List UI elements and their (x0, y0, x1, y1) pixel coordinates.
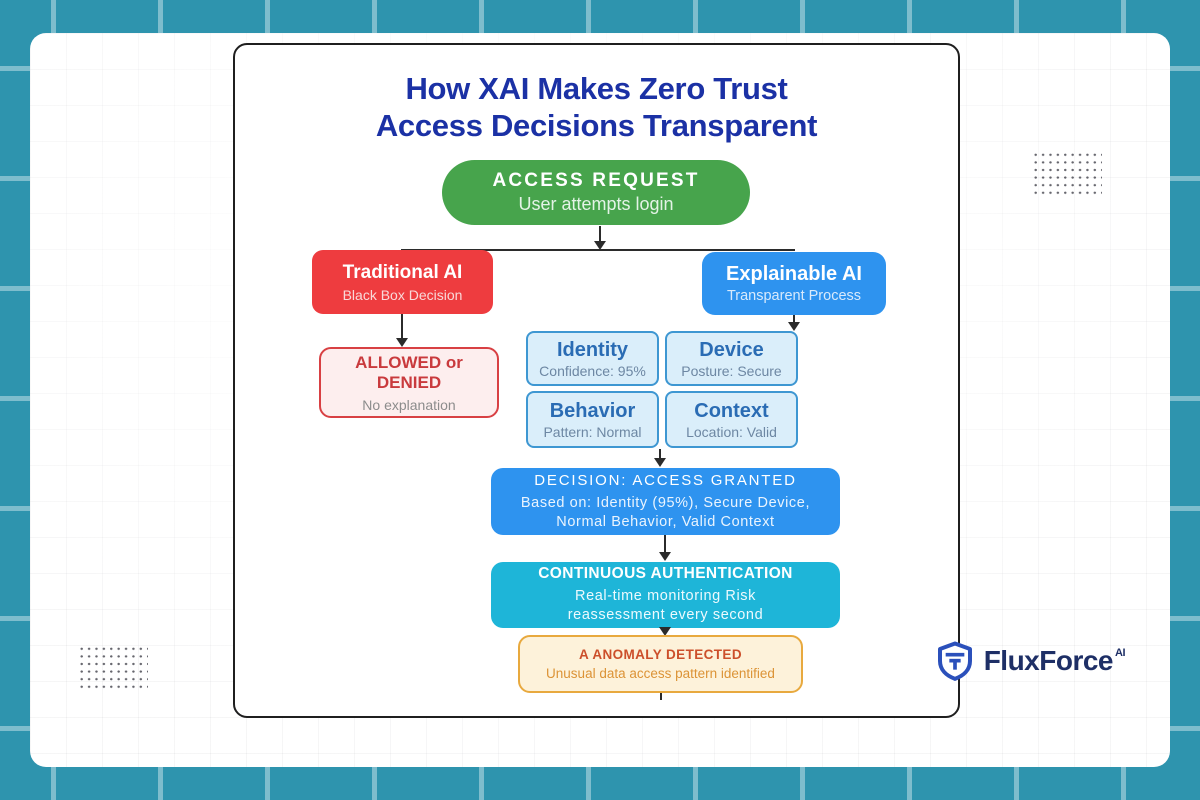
arrowhead-blue-down (788, 322, 800, 331)
connector-anomaly-stub (660, 693, 662, 700)
access-request-node: ACCESS REQUEST User attempts login (442, 160, 750, 225)
arrowhead-factors-down (654, 458, 666, 467)
connector-branch-bar (401, 249, 795, 251)
factor-behavior-title: Behavior (549, 399, 636, 422)
factor-identity-title: Identity (556, 338, 629, 361)
connector-factors-down (659, 449, 661, 459)
factor-device-title: Device (699, 338, 764, 361)
traditional-ai-node: Traditional AI Black Box Decision (312, 250, 493, 314)
traditional-ai-title: Traditional AI (342, 261, 463, 283)
decision-detail: Based on: Identity (95%), Secure Device,… (521, 494, 810, 532)
diagram-card: How XAI Makes Zero Trust Access Decision… (233, 43, 960, 718)
allowed-denied-title: ALLOWED or DENIED (355, 352, 463, 392)
factor-identity-subtitle: Confidence: 95% (539, 362, 646, 379)
factor-context-title: Context (694, 399, 769, 422)
page-title-line1: How XAI Makes Zero Trust (405, 71, 788, 106)
decision-detail-line3: Normal Behavior, Valid Context (556, 513, 775, 530)
connector-red-down (401, 314, 403, 339)
connector-decision-down (664, 535, 666, 553)
dot-pattern-top-right (1032, 151, 1102, 195)
anomaly-node: A ANOMALY DETECTED Unusual data access p… (518, 635, 803, 693)
continuous-auth-detail: Real-time monitoring Risk reassessment e… (568, 587, 764, 625)
continuous-auth-title: CONTINUOUS AUTHENTICATION (538, 565, 793, 582)
factor-device-node: Device Posture: Secure (665, 331, 798, 386)
connector-blue-down (793, 315, 795, 323)
connector-green-down (599, 226, 601, 242)
continuous-auth-line2: Real-time monitoring Risk (575, 588, 756, 604)
access-request-title: ACCESS REQUEST (492, 170, 700, 191)
anomaly-subtitle: Unusual data access pattern identified (546, 666, 775, 681)
brand-name-text: FluxForce (983, 645, 1114, 676)
factor-device-subtitle: Posture: Secure (681, 362, 782, 379)
factor-context-subtitle: Location: Valid (686, 423, 777, 440)
brand-suffix: AI (1115, 647, 1126, 659)
continuous-auth-node: CONTINUOUS AUTHENTICATION Real-time moni… (491, 562, 840, 628)
explainable-ai-subtitle: Transparent Process (726, 288, 862, 304)
explainable-ai-title: Explainable AI (726, 263, 862, 285)
factor-behavior-node: Behavior Pattern: Normal (526, 391, 659, 448)
explainable-ai-node: Explainable AI Transparent Process (702, 252, 886, 315)
page-title-line2: Access Decisions Transparent (375, 108, 818, 143)
allowed-denied-subtitle: No explanation (362, 396, 456, 413)
factor-context-node: Context Location: Valid (665, 391, 798, 448)
arrowhead-decision-down (659, 552, 671, 561)
allowed-denied-node: ALLOWED or DENIED No explanation (319, 347, 499, 418)
traditional-ai-subtitle: Black Box Decision (342, 286, 463, 303)
page-title: How XAI Makes Zero Trust Access Decision… (235, 70, 958, 144)
arrowhead-continuous-down (659, 627, 671, 636)
arrowhead-green-down (594, 241, 606, 250)
decision-detail-line2: Based on: Identity (95%), Secure Device, (520, 494, 811, 511)
page-background-card: How XAI Makes Zero Trust Access Decision… (30, 33, 1170, 767)
shield-icon (935, 640, 975, 682)
decision-node: DECISION: ACCESS GRANTED Based on: Ident… (491, 468, 840, 535)
factor-identity-node: Identity Confidence: 95% (526, 331, 659, 386)
arrowhead-red-down (396, 338, 408, 347)
dot-pattern-bottom-left (78, 645, 148, 689)
access-request-subtitle: User attempts login (518, 194, 674, 214)
continuous-auth-line3: reassessment every second (567, 607, 764, 623)
anomaly-title: A ANOMALY DETECTED (579, 647, 742, 662)
factor-behavior-subtitle: Pattern: Normal (543, 423, 642, 440)
decision-title: DECISION: ACCESS GRANTED (534, 471, 797, 489)
